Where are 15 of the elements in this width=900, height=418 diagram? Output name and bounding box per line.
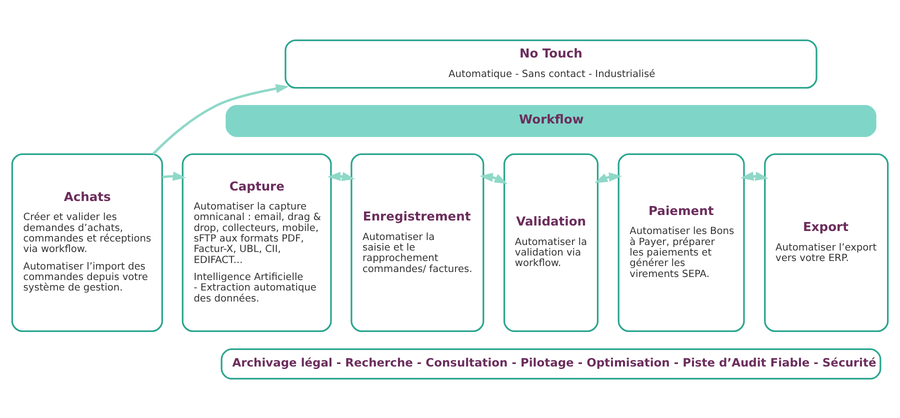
node-box: Workflow (226, 104, 876, 136)
arrow (594, 172, 622, 183)
arrow (480, 172, 508, 184)
node-box: Paiement Automatiser les Bons à Payer, préparer les paiements et générer les virements SEPA. (618, 152, 745, 332)
node-box: Capture Automatiser la capture omnicanal : email, drag & drop, collecteurs, mobile, sFTP aux formats PDF, Factur-X, UBL, CII, EDIFACT... Intelligence Artificielle - Extraction automatique des données. (182, 152, 332, 332)
arrow (327, 171, 356, 180)
arrow (162, 171, 186, 180)
node-box: Export Automatiser l’export vers votre ERP. (764, 152, 889, 332)
node-box: Enregistrement Automatiser la saisie et le rapprochement commandes/ factures. (350, 152, 484, 332)
node-box: Achats Créer et valider les demandes d’achats, commandes et réceptions via workflow. Automatiser l’import des commandes depuis votre système de gestion. (11, 152, 163, 332)
arrow (152, 84, 289, 154)
node-box: Validation Automatiser la validation via workflow. (503, 152, 599, 332)
node-box: No Touch Automatique - Sans contact - Industrialisé (284, 38, 818, 88)
node-box: Archivage légal - Recherche - Consultation - Pilotage - Optimisation - Piste d’Audit Fiable - Sécurité (220, 348, 882, 380)
arrow (740, 171, 768, 180)
